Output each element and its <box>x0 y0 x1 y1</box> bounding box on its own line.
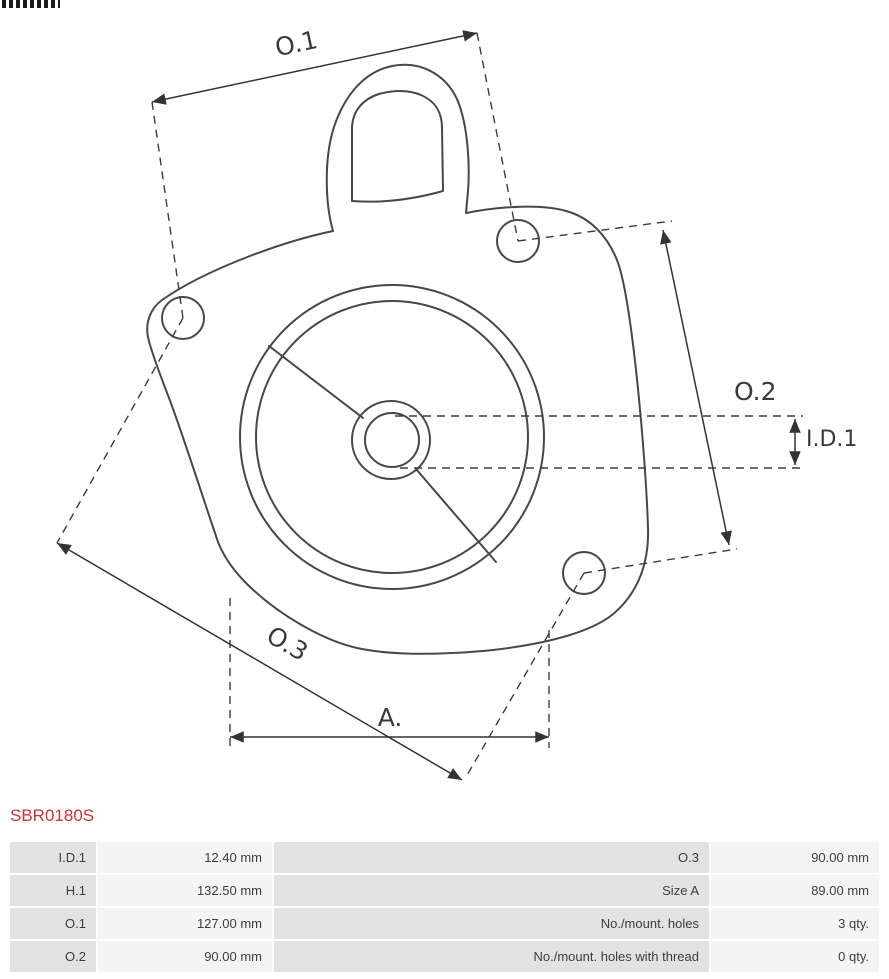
spec-value-cell: 127.00 mm <box>98 908 272 939</box>
dim-label-id1: I.D.1 <box>806 427 857 452</box>
spec-value-cell: 0 qty. <box>711 941 879 972</box>
dim-label-a: A. <box>378 703 403 732</box>
dim-line-o3 <box>56 542 463 781</box>
top-loop <box>325 63 470 232</box>
spec-value-cell: 3 qty. <box>711 908 879 939</box>
spec-value-cell: 89.00 mm <box>711 875 879 906</box>
dimension-lines <box>56 30 801 781</box>
dim-label-o1: O.1 <box>272 25 320 62</box>
spec-label-cell: No./mount. holes with thread <box>274 941 709 972</box>
spec-label-cell: H.1 <box>10 875 96 906</box>
mounting-holes <box>161 219 606 595</box>
dim-label-o2: O.2 <box>734 377 777 406</box>
mounting-hole-left <box>161 296 205 340</box>
spec-value-cell: 132.50 mm <box>98 875 272 906</box>
corner-artifact <box>2 0 60 8</box>
drawing-svg: O.1 O.2 O.3 A. I.D.1 <box>56 25 858 781</box>
plate-outline <box>146 205 650 655</box>
part-number-title: SBR0180S <box>10 806 95 825</box>
spec-value-cell: 90.00 mm <box>711 842 879 873</box>
spec-label-cell: I.D.1 <box>10 842 96 873</box>
dimension-labels: O.1 O.2 O.3 A. I.D.1 <box>262 25 858 732</box>
spec-table: I.D.1 12.40 mm O.3 90.00 mm H.1 132.50 m… <box>10 842 879 972</box>
spec-label-cell: O.3 <box>274 842 709 873</box>
dim-line-o1 <box>151 30 478 105</box>
spec-value-cell: 90.00 mm <box>98 941 272 972</box>
spec-value-cell: 12.40 mm <box>98 842 272 873</box>
mounting-hole-bottom-right <box>562 551 606 595</box>
mounting-hole-top-right <box>496 219 540 263</box>
spec-label-cell: No./mount. holes <box>274 908 709 939</box>
dim-line-o2 <box>660 229 732 546</box>
spec-label-cell: O.1 <box>10 908 96 939</box>
spec-label-cell: O.2 <box>10 941 96 972</box>
construction-lines <box>56 32 803 778</box>
technical-drawing: O.1 O.2 O.3 A. I.D.1 <box>56 25 858 781</box>
spec-label-cell: Size A <box>274 875 709 906</box>
center-bore <box>239 284 545 590</box>
